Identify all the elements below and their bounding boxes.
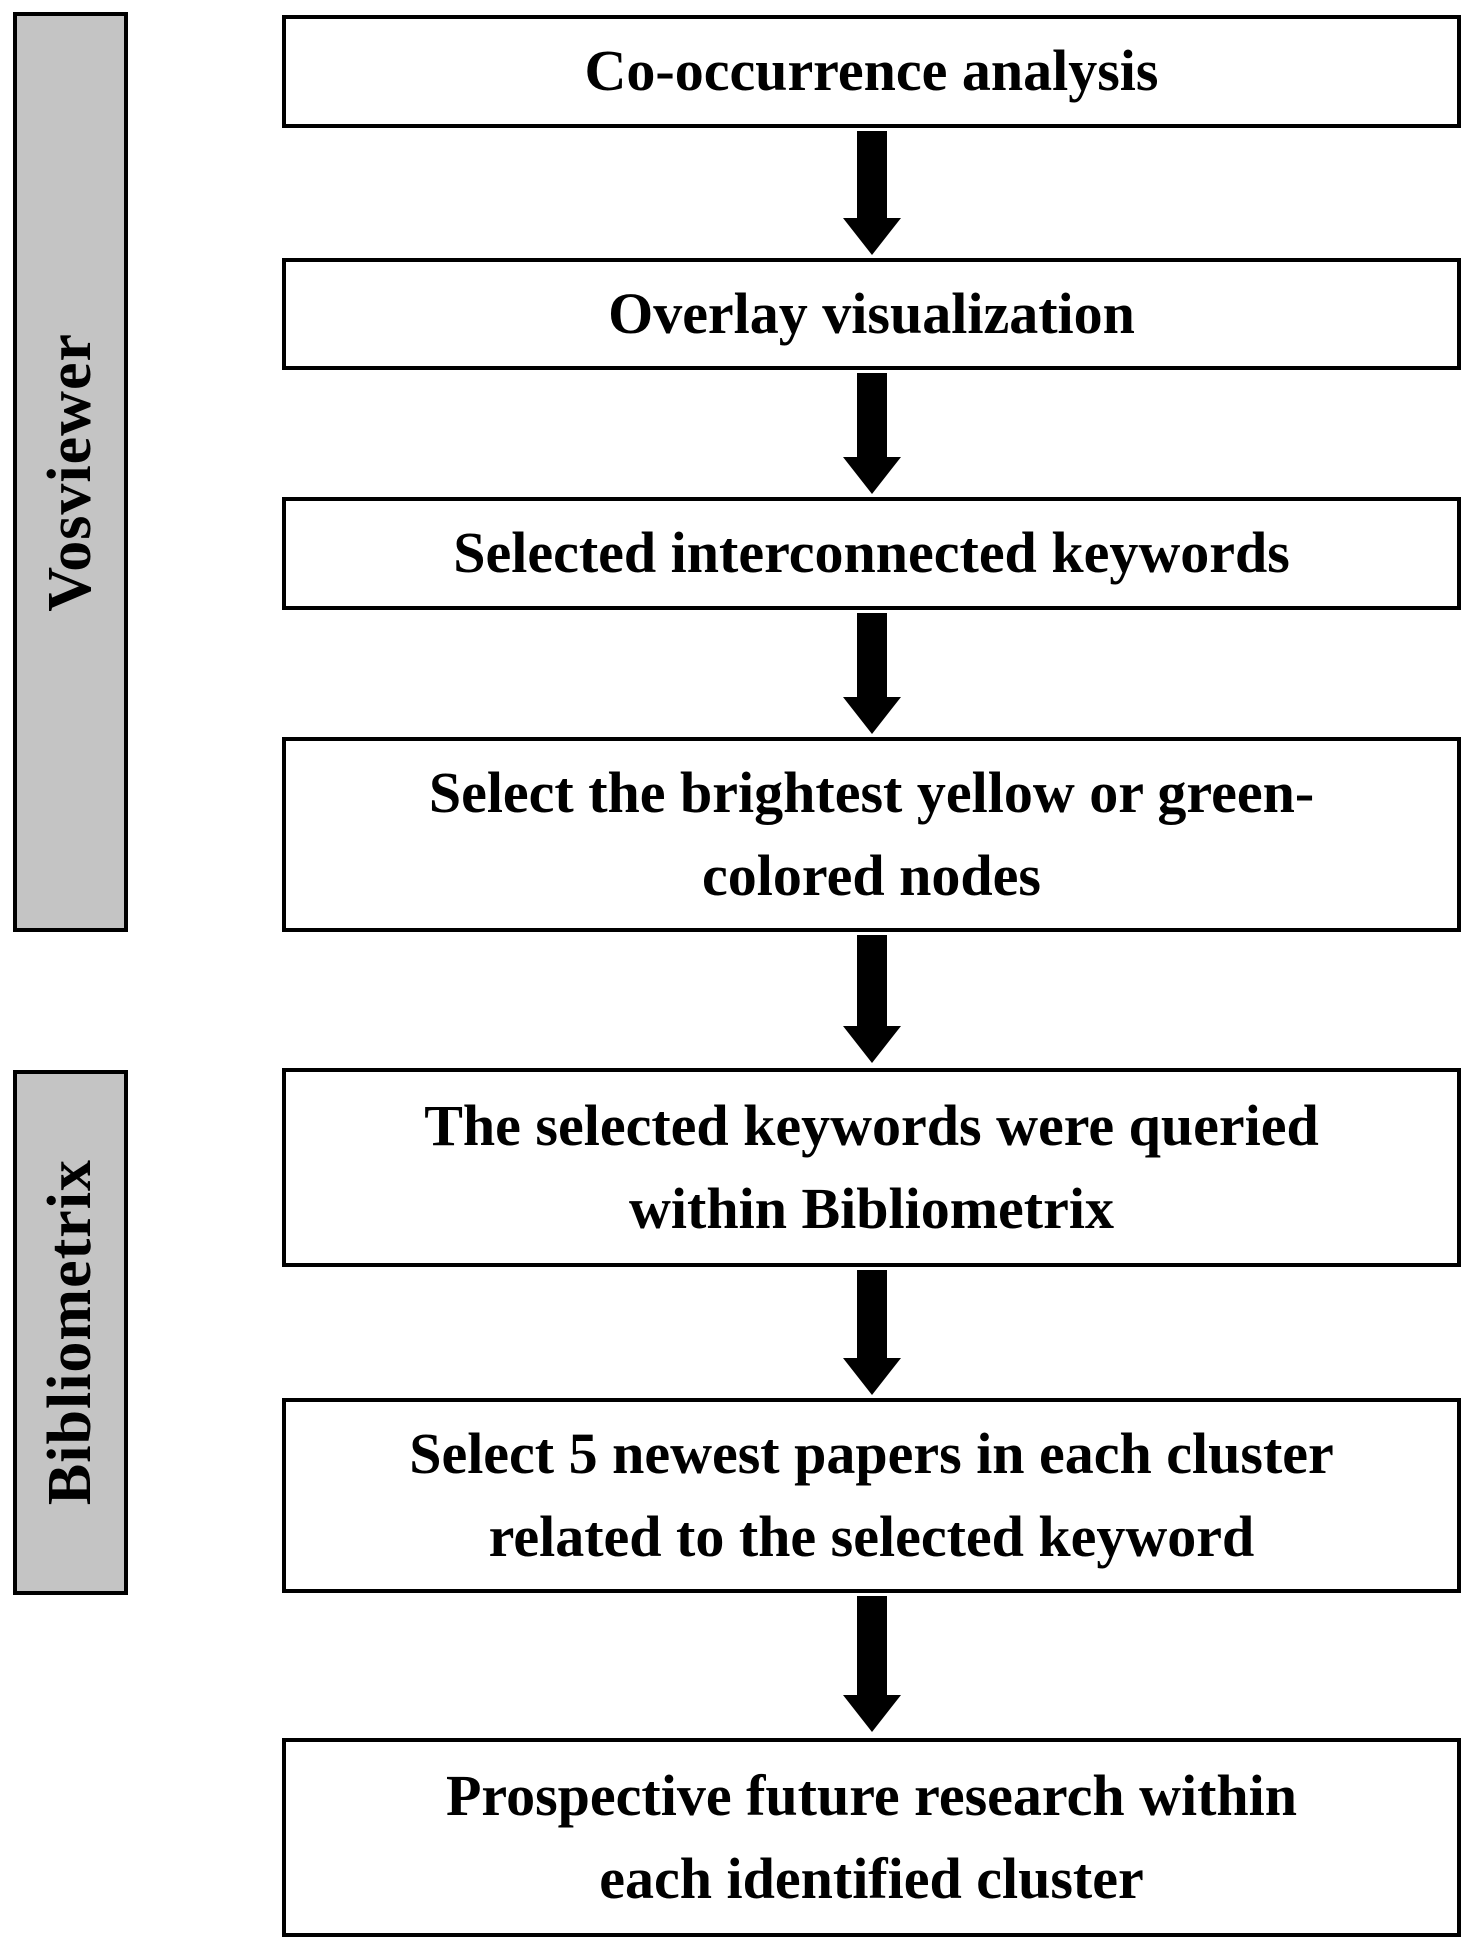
step-box-select-5-newest-papers: Select 5 newest papers in each cluster r… [282,1398,1461,1593]
tool-label-vosviewer: Vosviewer [36,332,104,612]
step-label: Select the brightest yellow or green- co… [428,760,1315,908]
step-label: Prospective future research within each … [445,1763,1298,1911]
step-label: Overlay visualization [608,280,1135,346]
down-arrow [843,1596,901,1732]
down-arrow [843,935,901,1063]
step-box-co-occurrence-analysis: Co-occurrence analysis [282,15,1461,128]
arrow-stem [857,613,887,697]
tool-bar-bibliometrix: Bibliometrix [13,1070,128,1595]
step-label: Co-occurrence analysis [584,38,1159,104]
down-arrow [843,613,901,734]
arrow-stem [857,935,887,1026]
down-arrow [843,1270,901,1395]
step-box-select-brightest-nodes: Select the brightest yellow or green- co… [282,737,1461,932]
down-arrow [843,131,901,255]
step-label: Selected interconnected keywords [453,520,1290,586]
arrow-head [843,1026,901,1063]
arrow-head [843,697,901,734]
arrow-head [843,457,901,494]
arrow-stem [857,373,887,457]
step-box-keywords-queried-bibliometrix: The selected keywords were queried withi… [282,1068,1461,1267]
tool-bar-vosviewer: Vosviewer [13,12,128,932]
step-label: Select 5 newest papers in each cluster r… [409,1421,1334,1569]
step-box-selected-interconnected-keywords: Selected interconnected keywords [282,497,1461,610]
step-box-prospective-future-research: Prospective future research within each … [282,1738,1461,1937]
arrow-stem [857,1270,887,1358]
arrow-stem [857,1596,887,1695]
arrow-head [843,1358,901,1395]
tool-label-bibliometrix: Bibliometrix [36,1159,104,1506]
arrow-head [843,1695,901,1732]
down-arrow [843,373,901,494]
arrow-head [843,218,901,255]
step-label: The selected keywords were queried withi… [424,1093,1319,1241]
arrow-stem [857,131,887,218]
step-box-overlay-visualization: Overlay visualization [282,258,1461,370]
